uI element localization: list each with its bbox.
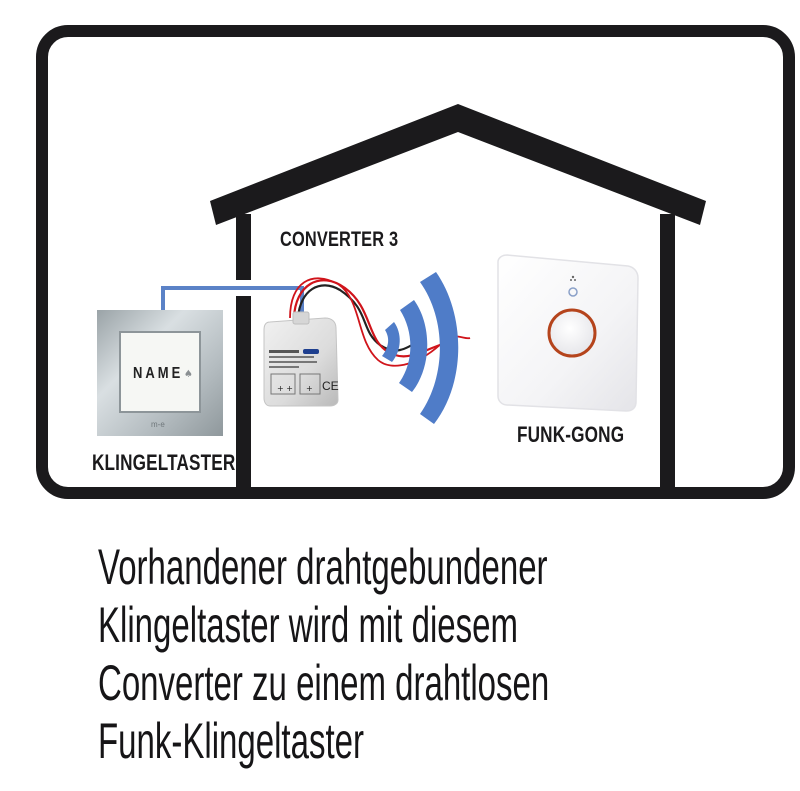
svg-text:+ +: + + <box>277 384 293 393</box>
converter-label: CONVERTER 3 <box>280 228 399 251</box>
pushbutton-nameplate <box>119 331 201 413</box>
radio-waves-icon <box>382 272 459 424</box>
bell-symbol-icon: ♠ <box>184 369 193 380</box>
house-wall-right <box>660 214 675 490</box>
caption-line: Converter zu einem drahtlosen <box>98 655 550 711</box>
caption-line: Funk-Klingeltaster <box>98 713 364 769</box>
nameplate-text: NAME <box>133 365 183 382</box>
chime-button-ring <box>547 308 597 358</box>
chime-led-icon <box>568 287 578 297</box>
pushbutton-label: KLINGELTASTER <box>92 450 236 475</box>
house-roof <box>210 104 706 225</box>
pushbutton-brand: m-e <box>151 420 165 429</box>
caption: Vorhandener drahtgebundener Klingeltaste… <box>98 538 626 770</box>
chime-device <box>497 254 639 412</box>
chime-label: FUNK-GONG <box>517 422 625 447</box>
caption-line: Klingeltaster wird mit diesem <box>98 597 518 653</box>
svg-text:+: + <box>306 384 313 393</box>
outer-frame <box>36 25 795 499</box>
pushbutton-device: NAME ♠ m-e <box>97 310 223 436</box>
house-wall-left-upper <box>236 214 251 280</box>
caption-line: Vorhandener drahtgebundener <box>98 539 548 595</box>
ce-mark: CE <box>322 379 339 393</box>
converter-device: + + + CE <box>263 311 339 407</box>
house-wall-left-lower <box>236 296 251 490</box>
